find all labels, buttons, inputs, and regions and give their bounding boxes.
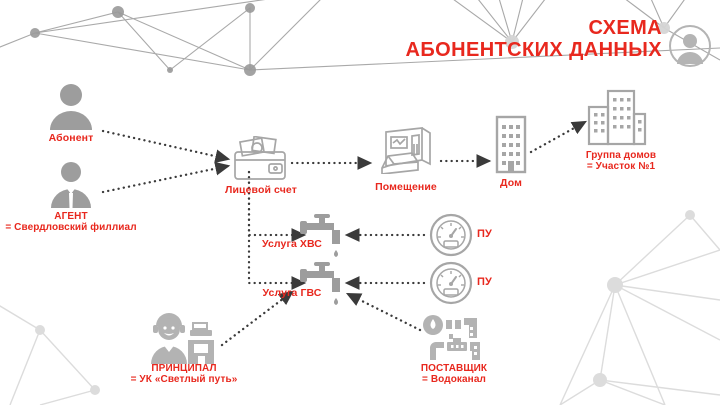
buildings-icon bbox=[587, 89, 647, 146]
arrow-account-to-hotwater bbox=[247, 170, 307, 290]
room-icon bbox=[381, 127, 431, 175]
arrow-abonent-to-account bbox=[101, 129, 231, 163]
arrow-principal-to-hotwater bbox=[220, 290, 294, 347]
gauge-meter-icon bbox=[429, 261, 473, 305]
label-principal: ПРИНЦИПАЛ = УК «Светлый путь» bbox=[130, 363, 238, 386]
node-premises[interactable] bbox=[378, 124, 434, 179]
wallet-icon bbox=[234, 135, 286, 180]
title-line-1: СХЕМА bbox=[588, 17, 662, 39]
arrow-agent-to-account bbox=[101, 161, 231, 194]
label-house: Дом bbox=[500, 177, 522, 189]
label-account: Лицевой счет bbox=[225, 184, 297, 196]
node-house[interactable] bbox=[492, 114, 530, 179]
node-abonent[interactable] bbox=[46, 82, 96, 135]
gauge-meter-icon bbox=[429, 213, 473, 257]
node-agent[interactable] bbox=[46, 160, 96, 213]
node-account[interactable] bbox=[231, 135, 289, 187]
label-agent: АГЕНТ = Свердловский филлиал bbox=[5, 211, 137, 234]
label-abonent: Абонент bbox=[48, 132, 94, 144]
label-premises: Помещение bbox=[375, 181, 437, 193]
title-line-2: АБОНЕНТСКИХ ДАННЫХ bbox=[405, 38, 662, 61]
node-principal[interactable] bbox=[148, 312, 218, 369]
label-coldwater: Услуга ХВС bbox=[262, 238, 322, 250]
worker-building-icon bbox=[151, 313, 214, 364]
person-suit-icon bbox=[51, 162, 91, 208]
label-group: Группа домов = Участок №1 bbox=[585, 150, 657, 173]
label-meter2: ПУ bbox=[477, 276, 492, 288]
pipes-icon bbox=[423, 315, 480, 360]
faucet-icon bbox=[300, 262, 340, 305]
label-meter1: ПУ bbox=[477, 228, 492, 240]
label-hotwater: Услуга ГВС bbox=[262, 287, 322, 299]
label-supplier: ПОСТАВЩИК = Водоканал bbox=[420, 363, 488, 386]
user-avatar-icon bbox=[669, 25, 711, 67]
node-group[interactable] bbox=[586, 88, 648, 151]
person-icon bbox=[50, 84, 92, 130]
node-supplier[interactable] bbox=[422, 314, 484, 369]
node-hotwater[interactable] bbox=[300, 260, 348, 317]
node-meter2[interactable] bbox=[428, 260, 474, 311]
building-icon bbox=[495, 115, 527, 174]
page-title: СХЕМА АБОНЕНТСКИХ ДАННЫХ bbox=[405, 17, 662, 61]
arrow-house-to-group bbox=[529, 120, 588, 154]
node-meter1[interactable] bbox=[428, 212, 474, 263]
